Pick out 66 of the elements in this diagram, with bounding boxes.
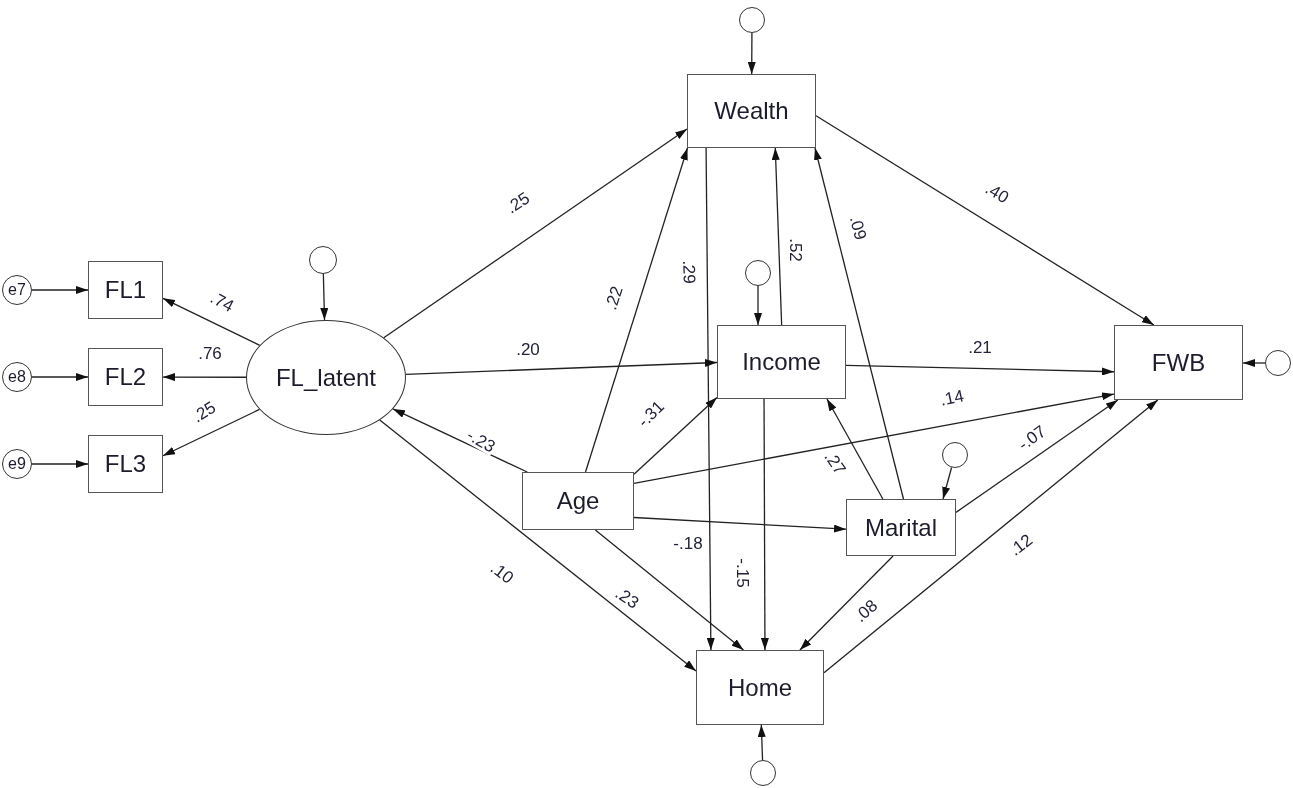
error-circle — [2, 449, 32, 479]
arrow — [814, 147, 905, 500]
arrow — [815, 115, 1155, 326]
variable-box — [687, 74, 816, 148]
variable-box — [88, 261, 163, 319]
variable-box — [846, 499, 956, 556]
variable-label: Age — [556, 489, 600, 513]
arrow — [942, 466, 953, 500]
variable-box — [1114, 325, 1243, 400]
variable-label: Income — [742, 350, 821, 374]
arrow — [320, 273, 329, 321]
variable-label: e9 — [8, 456, 26, 472]
variable-label: Marital — [865, 515, 937, 540]
arrow — [705, 147, 715, 651]
variable-label: FWB — [1151, 350, 1206, 375]
arrow — [383, 128, 688, 339]
edge-label: -.18 — [672, 534, 704, 552]
variable-label: FL1 — [104, 278, 147, 302]
edge-label: .76 — [197, 344, 223, 362]
arrow — [823, 399, 1159, 674]
arrow — [162, 408, 261, 457]
arrow — [633, 392, 1115, 484]
variable-box — [88, 348, 163, 406]
variable-box — [522, 472, 634, 530]
arrow — [633, 516, 847, 533]
arrow — [392, 408, 528, 473]
variable-label: Wealth — [714, 99, 789, 123]
error-circle — [2, 362, 32, 392]
error-circle — [942, 442, 968, 468]
edge-label: .21 — [967, 338, 993, 356]
arrow — [747, 32, 756, 75]
arrow — [584, 147, 689, 473]
arrow — [757, 724, 766, 761]
variable-label: e8 — [8, 369, 26, 385]
variable-box — [696, 650, 824, 725]
variable-label: e7 — [8, 282, 26, 298]
arrow — [799, 555, 894, 651]
error-circle — [309, 246, 337, 274]
variable-label: FL2 — [104, 365, 147, 389]
arrow — [1242, 359, 1266, 367]
error-circle — [745, 260, 771, 286]
error-circle — [750, 760, 776, 786]
arrow — [31, 460, 89, 468]
arrow — [405, 358, 718, 376]
arrow — [826, 398, 884, 500]
arrow — [162, 373, 247, 382]
arrow — [162, 297, 261, 346]
arrow — [31, 286, 89, 294]
arrow — [633, 396, 718, 475]
arrow — [845, 364, 1115, 376]
variable-box — [88, 435, 163, 493]
arrow — [754, 285, 762, 326]
arrow — [955, 399, 1119, 513]
error-circle — [739, 7, 765, 33]
error-circle — [1265, 350, 1291, 376]
arrow — [771, 147, 783, 326]
edge-label: .20 — [515, 340, 541, 358]
arrow — [760, 398, 769, 651]
variable-label: FL3 — [104, 452, 147, 476]
error-circle — [2, 275, 32, 305]
variable-box — [717, 325, 846, 399]
arrow — [379, 419, 697, 672]
arrow — [31, 373, 89, 381]
variable-label: Home — [728, 675, 792, 700]
variable-label: FL_latent — [275, 365, 377, 390]
arrow — [594, 529, 745, 651]
